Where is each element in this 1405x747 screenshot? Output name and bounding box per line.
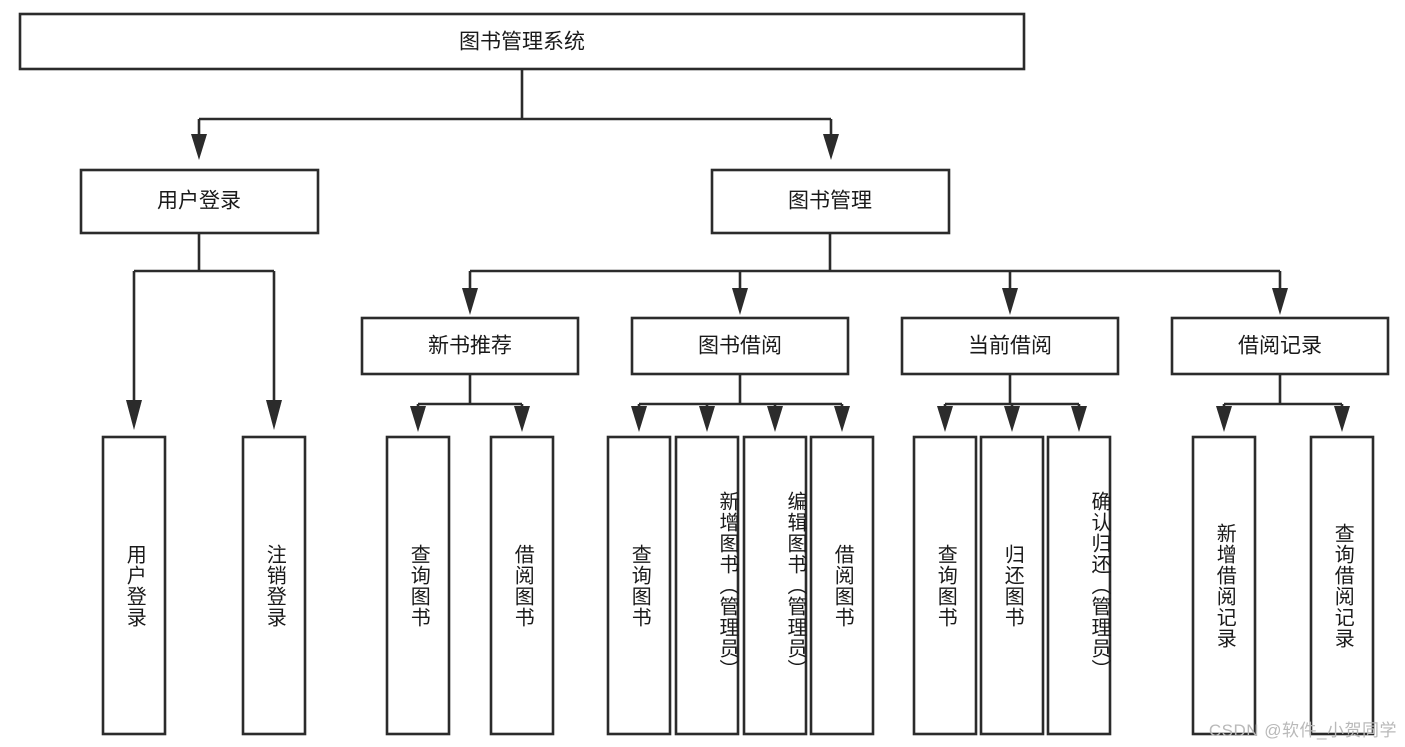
- arrowhead-current-leaf-1: [937, 406, 953, 432]
- horizontal-labels-group: 图书管理系统 用户登录 图书管理 新书推荐 图书借阅 当前借阅 借阅记录: [157, 31, 1322, 358]
- node-box-leaf-add-borrow-record[interactable]: [1191, 435, 1257, 736]
- node-box-leaf-query-book-1[interactable]: [385, 435, 451, 736]
- arrowhead-current-leaf-2: [1004, 406, 1020, 432]
- label-current-borrow: 当前借阅: [968, 335, 1052, 358]
- node-box-new-book-recommend[interactable]: [360, 316, 580, 376]
- node-box-borrow-record[interactable]: [1170, 316, 1390, 376]
- arrowhead-borrow-leaf-4: [834, 406, 850, 432]
- node-box-leaf-query-book-3[interactable]: [912, 435, 978, 736]
- node-box-book-management[interactable]: [710, 168, 951, 235]
- arrowhead-borrow-record: [1272, 288, 1288, 315]
- node-box-leaf-confirm-return-admin[interactable]: [1046, 435, 1112, 736]
- label-new-book-recommend: 新书推荐: [428, 335, 512, 358]
- arrowhead-current-borrow: [1002, 288, 1018, 315]
- arrowhead-new-leaf-2: [514, 406, 530, 432]
- arrowhead-record-leaf-2: [1334, 406, 1350, 432]
- arrowhead-user-login: [126, 400, 142, 430]
- label-borrow-record: 借阅记录: [1238, 335, 1322, 358]
- arrowhead-logout: [266, 400, 282, 430]
- arrowhead-borrow-leaf-2: [699, 406, 715, 432]
- node-box-leaf-borrow-book-1[interactable]: [489, 435, 555, 736]
- label-user-login: 用户登录: [157, 190, 241, 213]
- arrowhead-record-leaf-1: [1216, 406, 1232, 432]
- node-box-leaf-query-borrow-record[interactable]: [1309, 435, 1375, 736]
- watermark-text: CSDN @软件_小贺同学: [1208, 721, 1397, 740]
- node-box-leaf-logout[interactable]: [241, 435, 307, 736]
- node-box-current-borrow[interactable]: [900, 316, 1120, 376]
- arrowhead-bookmgmt: [823, 134, 839, 160]
- label-book-management: 图书管理: [788, 190, 872, 213]
- node-box-leaf-query-book-2[interactable]: [606, 435, 672, 736]
- label-book-borrow: 图书借阅: [698, 335, 782, 358]
- arrowhead-book-borrow: [732, 288, 748, 315]
- arrowhead-new-leaf-1: [410, 406, 426, 432]
- arrowhead-borrow-leaf-3: [767, 406, 783, 432]
- node-box-leaf-user-login[interactable]: [101, 435, 167, 736]
- nodes-group: [18, 12, 1390, 736]
- node-box-root[interactable]: [18, 12, 1026, 71]
- node-box-leaf-borrow-book-2[interactable]: [809, 435, 875, 736]
- node-box-leaf-add-book-admin[interactable]: [674, 435, 740, 736]
- node-box-leaf-return-book[interactable]: [979, 435, 1045, 736]
- node-box-user-login[interactable]: [79, 168, 320, 235]
- arrowhead-current-leaf-3: [1071, 406, 1087, 432]
- label-root: 图书管理系统: [459, 31, 585, 54]
- arrowhead-new-book: [462, 288, 478, 315]
- arrowhead-borrow-leaf-1: [631, 406, 647, 432]
- node-box-leaf-edit-book-admin[interactable]: [742, 435, 808, 736]
- edges-group: [126, 69, 1350, 432]
- arrowhead-login: [191, 134, 207, 160]
- node-box-book-borrow[interactable]: [630, 316, 850, 376]
